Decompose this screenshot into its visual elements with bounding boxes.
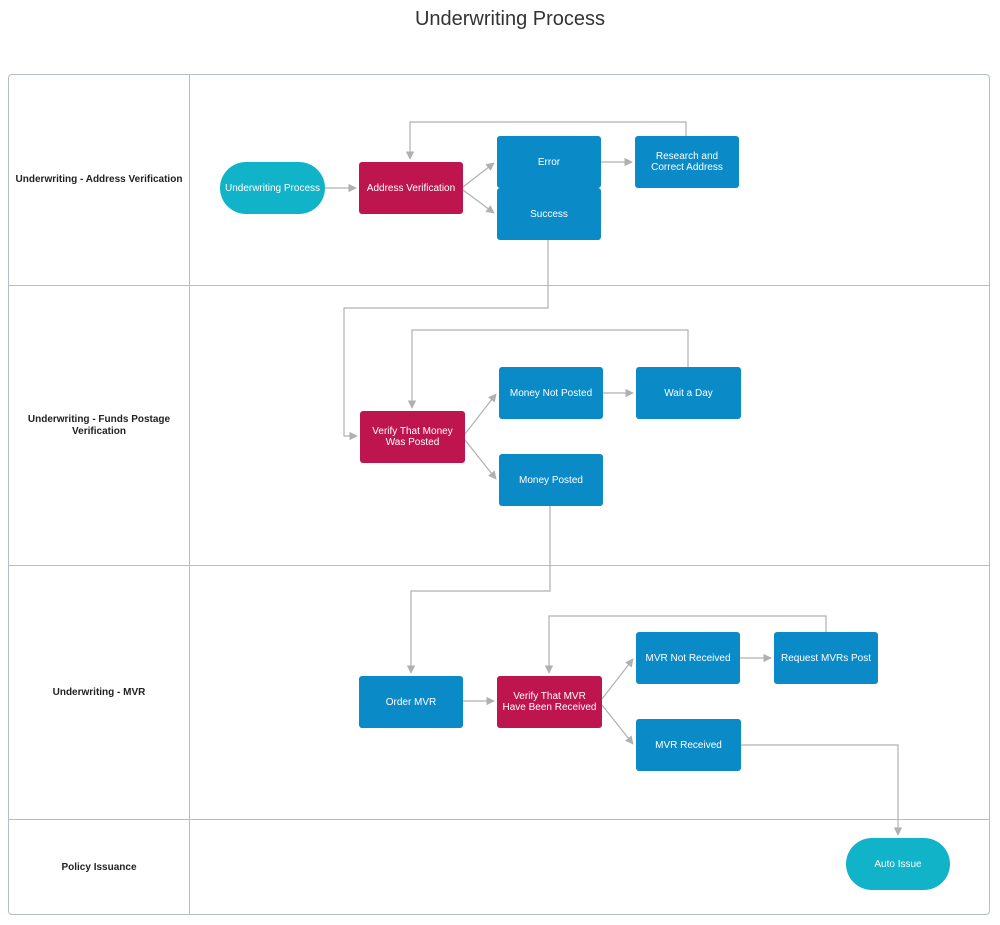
success-step[interactable]: Success: [497, 188, 601, 240]
lane-divider: [8, 819, 990, 820]
money-posted-step[interactable]: Money Posted: [499, 454, 603, 506]
edge-request-to-verify-mvr: [544, 615, 827, 674]
edge-wait-to-verify-money: [407, 329, 689, 409]
wait-a-day-step[interactable]: Wait a Day: [636, 367, 741, 419]
edge-success-to-verify-money: [343, 240, 549, 441]
lane-divider: [8, 565, 990, 566]
verify-mvr-received-decision[interactable]: Verify That MVR Have Been Received: [497, 676, 602, 728]
lane-divider: [8, 285, 990, 286]
edge-received-to-auto-issue: [741, 744, 903, 836]
edge-verify-mvr-to-received: [601, 704, 634, 745]
edge-verify-mvr-to-not-received: [601, 658, 634, 700]
edge-research-to-address: [405, 121, 687, 160]
error-step[interactable]: Error: [497, 136, 601, 188]
money-not-posted-step[interactable]: Money Not Posted: [499, 367, 603, 419]
order-mvr-step[interactable]: Order MVR: [359, 676, 463, 728]
lane-label-mvr: Underwriting - MVR: [52, 686, 146, 698]
lane-label-address-verification: Underwriting - Address Verification: [15, 173, 183, 185]
research-correct-address-step[interactable]: Research and Correct Address: [635, 136, 739, 188]
mvr-not-received-step[interactable]: MVR Not Received: [636, 632, 740, 684]
lane-label-policy-issuance: Policy Issuance: [61, 861, 137, 873]
lane-label-column-divider: [189, 74, 190, 915]
address-verification-decision[interactable]: Address Verification: [359, 162, 463, 214]
edge-address-to-success: [462, 189, 495, 214]
edge-address-to-error: [462, 162, 495, 188]
verify-money-posted-decision[interactable]: Verify That Money Was Posted: [360, 411, 465, 463]
diagram-title: Underwriting Process: [414, 8, 606, 30]
lane-label-funds-postage: Underwriting - Funds Postage Verificatio…: [27, 413, 171, 437]
request-mvrs-post-step[interactable]: Request MVRs Post: [774, 632, 878, 684]
mvr-received-step[interactable]: MVR Received: [636, 719, 741, 771]
swimlane-frame: [8, 74, 990, 915]
edge-verify-money-to-posted: [464, 439, 497, 480]
edge-verify-money-to-not-posted: [464, 393, 497, 435]
edge-posted-to-order-mvr: [406, 506, 551, 674]
auto-issue-terminal[interactable]: Auto Issue: [846, 838, 950, 890]
start-terminal[interactable]: Underwriting Process: [220, 162, 325, 214]
